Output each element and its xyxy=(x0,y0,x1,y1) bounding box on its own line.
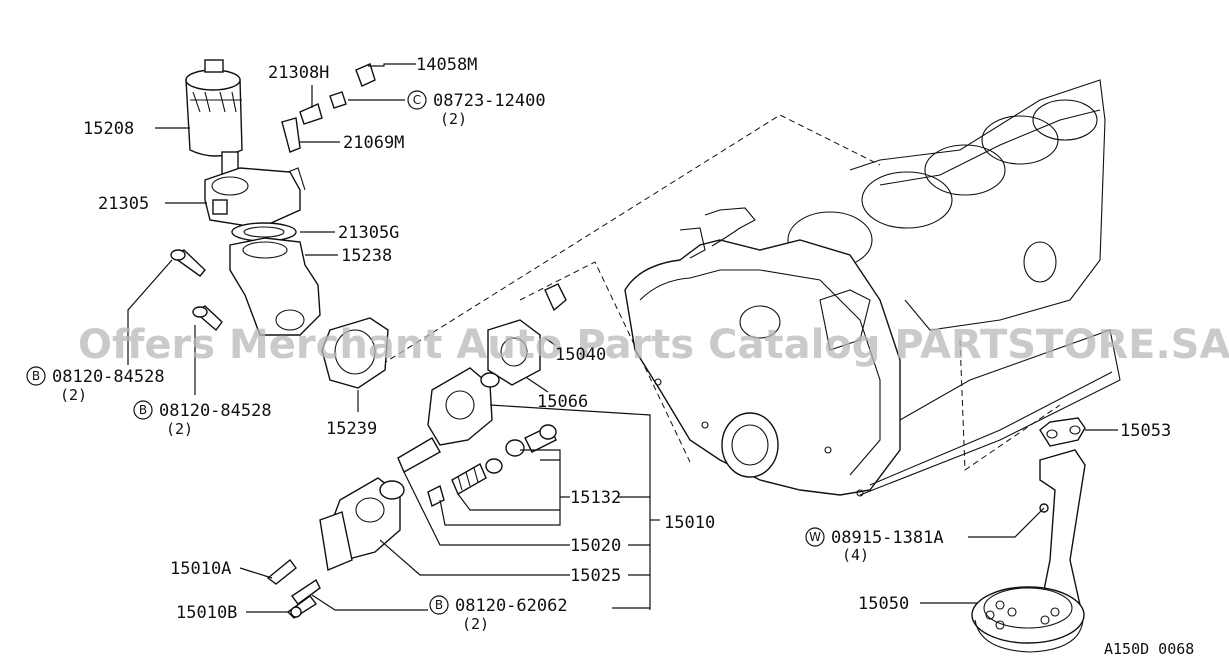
symbol-b-text-3: B xyxy=(435,598,443,612)
symbol-b-text-2: B xyxy=(139,403,147,417)
label-08120-62062[interactable]: 08120-62062 xyxy=(455,596,568,616)
label-08120-84528-b[interactable]: 08120-84528 xyxy=(159,401,272,421)
qty-08120-84528-b: (2) xyxy=(166,420,193,438)
label-15040[interactable]: 15040 xyxy=(555,345,606,365)
label-08915-1381A[interactable]: 08915-1381A xyxy=(831,528,944,548)
part-labels: 14058M 21308H C 08723-12400 (2) 15208 21… xyxy=(26,55,1194,658)
oil-filter-assembly-drawing xyxy=(170,59,389,389)
leader-lines xyxy=(127,63,1118,613)
qty-08723-12400: (2) xyxy=(440,110,467,128)
symbol-c-icon xyxy=(407,90,427,110)
symbol-b-icon xyxy=(26,366,46,386)
label-15132[interactable]: 15132 xyxy=(570,488,621,508)
qty-08915-1381A: (4) xyxy=(842,546,869,564)
symbol-w-icon xyxy=(805,527,825,547)
engine-block-drawing xyxy=(364,79,1121,497)
label-08120-84528-a[interactable]: 08120-84528 xyxy=(52,367,165,387)
diagram-code: A150D 0068 xyxy=(1104,640,1194,658)
label-15050[interactable]: 15050 xyxy=(858,594,909,614)
label-15010B[interactable]: 15010B xyxy=(176,603,237,623)
oil-strainer-drawing xyxy=(971,417,1086,653)
label-15020[interactable]: 15020 xyxy=(570,536,621,556)
label-15025[interactable]: 15025 xyxy=(570,566,621,586)
oil-pump-drawing xyxy=(266,283,567,619)
label-21069M[interactable]: 21069M xyxy=(343,133,404,153)
label-21305G[interactable]: 21305G xyxy=(338,223,399,243)
label-15053[interactable]: 15053 xyxy=(1120,421,1171,441)
label-15238[interactable]: 15238 xyxy=(341,246,392,266)
symbol-b-text-1: B xyxy=(32,369,40,383)
label-14058M[interactable]: 14058M xyxy=(416,55,477,75)
qty-08120-62062: (2) xyxy=(462,615,489,633)
qty-08120-84528-a: (2) xyxy=(60,386,87,404)
symbol-b-icon xyxy=(429,595,449,615)
label-15066[interactable]: 15066 xyxy=(537,392,588,412)
label-15010[interactable]: 15010 xyxy=(664,513,715,533)
label-21305[interactable]: 21305 xyxy=(98,194,149,214)
label-15239[interactable]: 15239 xyxy=(326,419,377,439)
symbol-b-icon xyxy=(133,400,153,420)
label-15208[interactable]: 15208 xyxy=(83,119,134,139)
symbol-c-text: C xyxy=(413,93,421,107)
label-08723-12400[interactable]: 08723-12400 xyxy=(433,91,546,111)
label-15010A[interactable]: 15010A xyxy=(170,559,231,579)
symbol-w-text: W xyxy=(809,530,821,544)
label-21308H[interactable]: 21308H xyxy=(268,63,329,83)
watermark-text: Offers Merchant Auto Parts Catalog PARTS… xyxy=(78,322,1229,368)
